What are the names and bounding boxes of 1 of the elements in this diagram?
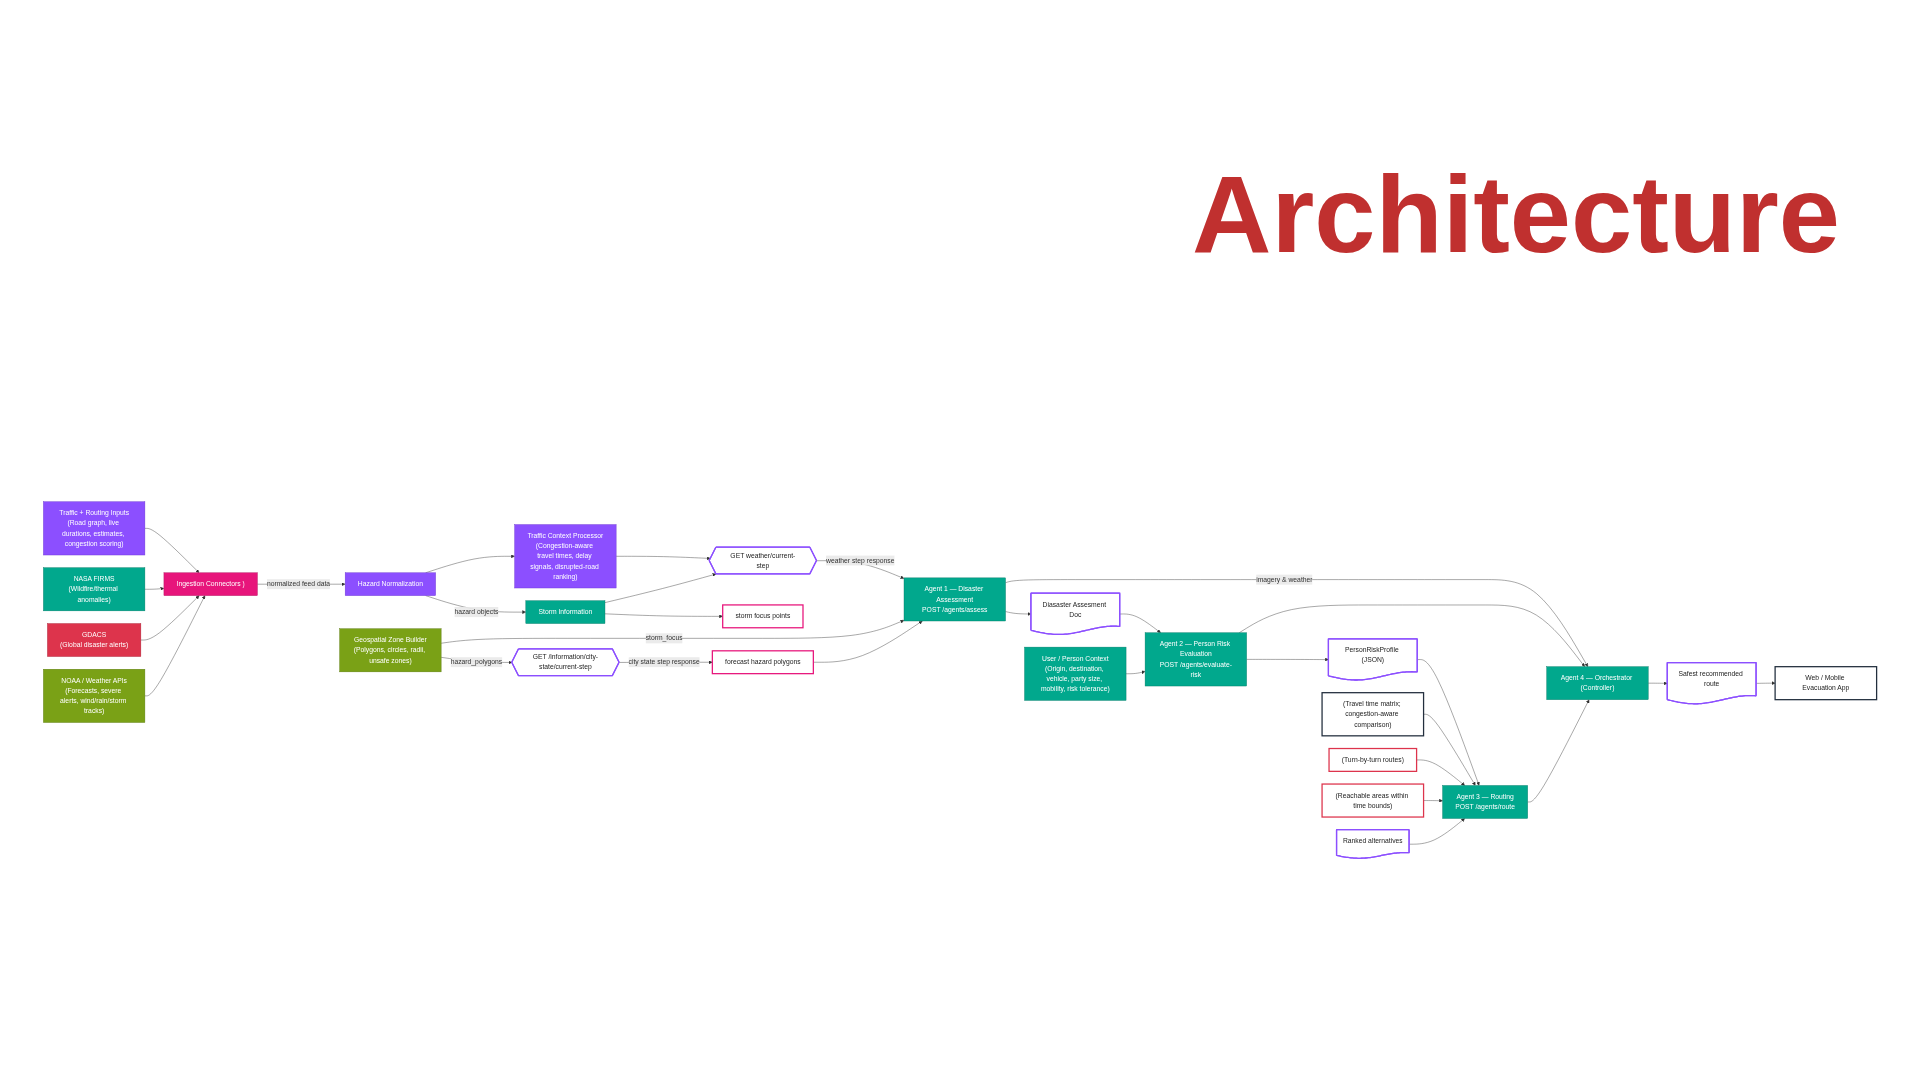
title: Architecture [1192,151,1840,277]
